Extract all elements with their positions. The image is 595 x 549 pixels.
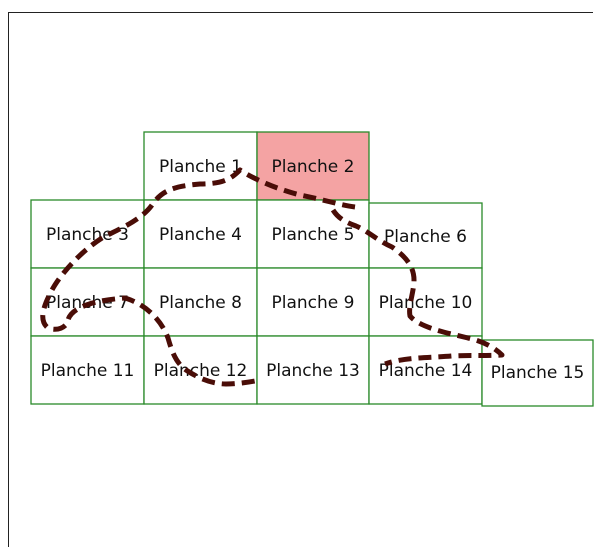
route-path-east [330, 208, 505, 367]
planche-2-label: Planche 2 [272, 157, 355, 177]
planche-10-label: Planche 10 [379, 293, 473, 313]
planche-3-label: Planche 3 [46, 225, 129, 245]
planche-9[interactable]: Planche 9 [256, 267, 370, 337]
planche-9-label: Planche 9 [272, 293, 355, 313]
planche-6-label: Planche 6 [384, 227, 467, 247]
planche-4-label: Planche 4 [159, 225, 242, 245]
planche-3[interactable]: Planche 3 [30, 199, 145, 269]
planche-8-label: Planche 8 [159, 293, 242, 313]
route-path [40, 167, 356, 387]
planche-15-label: Planche 15 [491, 363, 585, 383]
planche-6[interactable]: Planche 6 [368, 202, 483, 269]
planche-4[interactable]: Planche 4 [143, 199, 258, 269]
planche-11[interactable]: Planche 11 [30, 335, 145, 405]
planche-2[interactable]: Planche 2 [256, 131, 370, 201]
planche-11-label: Planche 11 [41, 361, 135, 381]
planche-14-label: Planche 14 [379, 361, 473, 381]
planche-13[interactable]: Planche 13 [256, 335, 370, 405]
planche-1-label: Planche 1 [159, 157, 242, 177]
planche-13-label: Planche 13 [266, 361, 360, 381]
planche-14[interactable]: Planche 14 [368, 335, 483, 405]
planche-12[interactable]: Planche 12 [143, 335, 258, 405]
planche-1[interactable]: Planche 1 [143, 131, 258, 201]
map-frame [8, 12, 593, 547]
planche-12-label: Planche 12 [154, 361, 248, 381]
planche-5[interactable]: Planche 5 [256, 199, 370, 269]
planche-5-label: Planche 5 [272, 225, 355, 245]
